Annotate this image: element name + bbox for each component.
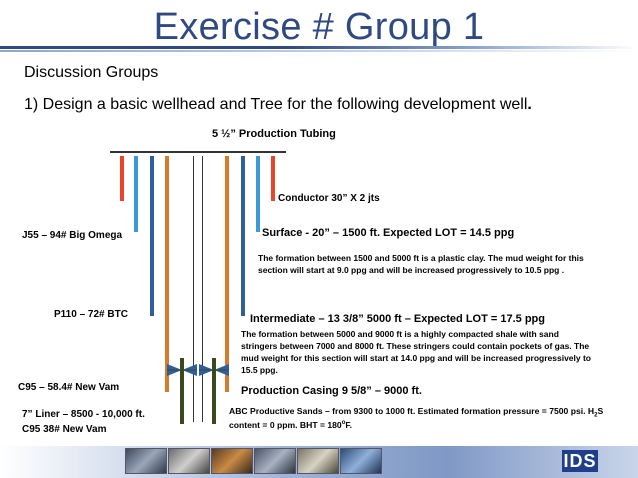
intermediate-casing-left [150,156,154,316]
liner-right [212,358,216,424]
abc-sub: 2 [594,412,598,419]
abc-sup: o [341,420,346,427]
tubing-left [193,156,194,422]
production-casing-left [165,156,169,392]
abc-sands-line1: ABC Productive Sands – from 9300 to 1000… [229,406,603,419]
intermediate-note: The formation between 5000 and 9000 ft i… [241,329,591,375]
surface-note: The formation between 1500 and 5000 ft i… [258,253,584,275]
slide-title: Exercise # Group 1 [153,6,485,48]
abc-text-3: content = 0 ppm. BHT = 180 [229,420,342,430]
footer-photo-1 [125,448,167,474]
task-body: 1) Design a basic wellhead and Tree for … [24,96,528,113]
conductor-right [271,156,275,201]
surface-casing-right [256,156,260,232]
liner-label: 7” Liner – 8500 - 10,000 ft. [22,409,145,420]
footer-band [0,446,638,478]
j55-label: J55 – 94# Big Omega [22,230,123,241]
wellhead-line [110,151,286,153]
c95-label: C95 – 58.4# New Vam [18,382,120,393]
ids-logo: IDS [562,450,598,472]
abc-text-2: S [597,406,604,416]
abc-text-4: F. [345,420,353,430]
conductor-left [120,156,124,201]
conductor-label: Conductor 30” X 2 jts [278,193,380,204]
tubing-right [202,156,203,422]
intermediate-casing-right [241,156,245,316]
discussion-heading: Discussion Groups [24,64,159,81]
surface-casing-left [134,156,138,232]
liner-hanger-right-icon [199,364,229,376]
title-rule [0,46,638,49]
production-casing-right [225,156,229,392]
footer-photo-4 [254,448,296,474]
surface-label: Surface - 20” – 1500 ft. Expected LOT = … [262,227,515,239]
footer-photo-3 [211,448,253,474]
title-rule-secondary [0,50,638,52]
liner-left [180,358,184,424]
production-casing-label: Production Casing 9 5/8” – 9000 ft. [241,385,422,397]
abc-sands-line2: content = 0 ppm. BHT = 180oF. [229,420,352,430]
footer-photo-5 [297,448,339,474]
footer-photo-2 [168,448,210,474]
liner-grade-label: C95 38# New Vam [22,424,107,435]
p110-label: P110 – 72# BTC [54,309,128,320]
footer-photo-6 [340,448,382,474]
intermediate-label: Intermediate – 13 3/8” 5000 ft – Expecte… [250,313,545,325]
task-period: . [527,96,532,113]
abc-text-1: ABC Productive Sands – from 9300 to 1000… [229,406,595,416]
liner-hanger-left-icon [167,364,197,376]
task-text: 1) Design a basic wellhead and Tree for … [24,96,532,114]
tubing-label: 5 ½” Production Tubing [212,128,336,140]
